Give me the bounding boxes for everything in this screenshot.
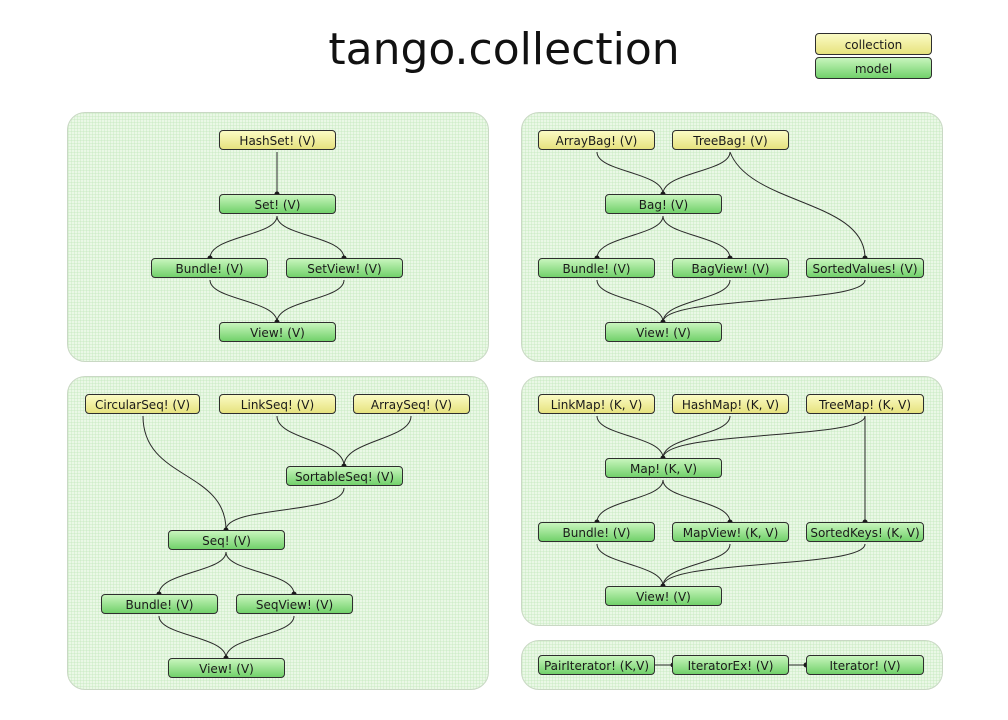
node-sortedkeys: SortedKeys! (K, V) xyxy=(806,522,924,542)
edge-bundle-view xyxy=(209,279,278,323)
node-map-view: View! (V) xyxy=(605,586,722,606)
edge-treebag-sortedvalues xyxy=(729,151,866,259)
node-set: Set! (V) xyxy=(219,194,336,214)
node-arrayseq: ArraySeq! (V) xyxy=(353,394,470,414)
node-linkmap: LinkMap! (K, V) xyxy=(538,394,655,414)
edge-arraybag-bag xyxy=(596,151,664,195)
edge-linkseq-sortableseq xyxy=(276,415,345,467)
edge-bag-bagview xyxy=(662,215,731,259)
node-circularseq: CircularSeq! (V) xyxy=(85,394,200,414)
edge-set-setview xyxy=(276,215,345,259)
edge-bagview-view2 xyxy=(662,279,731,323)
node-linkseq: LinkSeq! (V) xyxy=(219,394,336,414)
edge-linkmap-map xyxy=(596,415,664,459)
edge-seqview-view3 xyxy=(225,615,295,659)
edge-sortedkeys-view4 xyxy=(662,543,866,587)
node-seq-bundle: Bundle! (V) xyxy=(101,594,218,614)
edge-bundle-view2 xyxy=(596,279,664,323)
edge-set-bundle xyxy=(209,215,278,259)
node-bagview: BagView! (V) xyxy=(672,258,789,278)
node-set-view: View! (V) xyxy=(219,322,336,342)
edge-bundle-view3 xyxy=(158,615,227,659)
edge-treemap-map xyxy=(662,415,866,459)
node-arraybag: ArrayBag! (V) xyxy=(538,130,655,150)
edge-circularseq-seq xyxy=(142,415,227,531)
panel-bag xyxy=(521,112,943,362)
node-set-bundle: Bundle! (V) xyxy=(151,258,268,278)
node-pairiterator: PairIterator! (K,V) xyxy=(538,655,655,675)
legend-model: model xyxy=(815,57,932,79)
node-sortableseq: SortableSeq! (V) xyxy=(286,466,403,486)
edge-hashmap-map xyxy=(662,415,731,459)
node-treemap: TreeMap! (K, V) xyxy=(806,394,924,414)
node-mapview: MapView! (K, V) xyxy=(672,522,789,542)
edge-seq-bundle xyxy=(158,551,227,595)
node-bag-bundle: Bundle! (V) xyxy=(538,258,655,278)
edge-sortableseq-seq xyxy=(225,487,345,531)
node-seq: Seq! (V) xyxy=(168,530,285,550)
node-hashmap: HashMap! (K, V) xyxy=(672,394,789,414)
node-sortedvalues: SortedValues! (V) xyxy=(806,258,924,278)
panel-set xyxy=(67,112,489,362)
edge-map-mapview xyxy=(662,479,731,523)
legend-collection: collection xyxy=(815,33,932,55)
edge-treebag-bag xyxy=(662,151,731,195)
edge-bag-bundle xyxy=(596,215,664,259)
node-seq-view: View! (V) xyxy=(168,658,285,678)
node-bag: Bag! (V) xyxy=(605,194,722,214)
edge-bundle-view4 xyxy=(596,543,664,587)
node-setview: SetView! (V) xyxy=(286,258,403,278)
edge-sortedvalues-view2 xyxy=(662,279,866,323)
edge-setview-view xyxy=(276,279,345,323)
edge-arrayseq-sortableseq xyxy=(343,415,412,467)
node-hashset: HashSet! (V) xyxy=(219,130,336,150)
page-title: tango.collection xyxy=(328,24,680,75)
edge-seq-seqview xyxy=(225,551,295,595)
node-iterator: Iterator! (V) xyxy=(806,655,924,675)
edge-map-bundle xyxy=(596,479,664,523)
node-iteratorex: IteratorEx! (V) xyxy=(672,655,789,675)
node-bag-view: View! (V) xyxy=(605,322,722,342)
node-map-bundle: Bundle! (V) xyxy=(538,522,655,542)
panel-map xyxy=(521,376,943,626)
node-treebag: TreeBag! (V) xyxy=(672,130,789,150)
node-seqview: SeqView! (V) xyxy=(236,594,353,614)
node-map: Map! (K, V) xyxy=(605,458,722,478)
edge-mapview-view4 xyxy=(662,543,731,587)
